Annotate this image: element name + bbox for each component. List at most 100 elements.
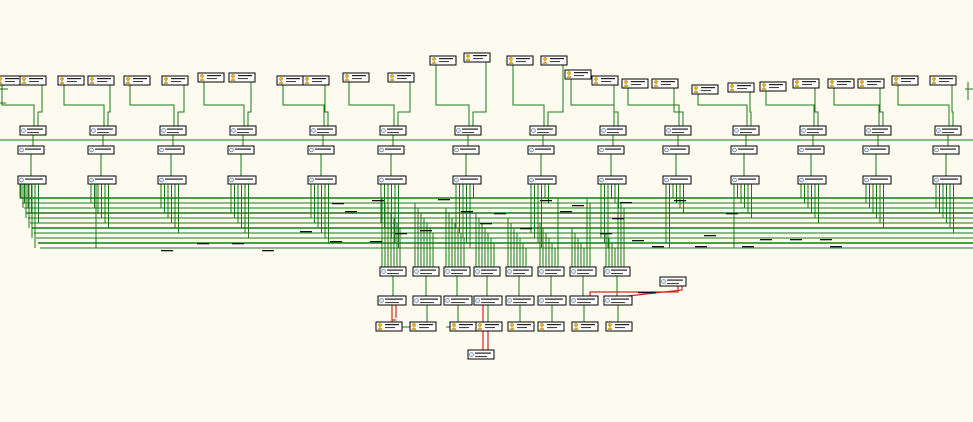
user-node[interactable] [276, 75, 304, 86]
access-node[interactable] [569, 295, 599, 306]
user-node[interactable] [651, 78, 679, 89]
router-node[interactable] [377, 145, 405, 155]
router-node[interactable] [932, 145, 960, 155]
switch-node[interactable] [159, 125, 187, 136]
core-node[interactable] [505, 266, 533, 277]
distribution-node[interactable] [932, 175, 962, 185]
distribution-node[interactable] [730, 175, 760, 185]
router-node[interactable] [862, 145, 890, 155]
router-node[interactable] [17, 145, 45, 155]
user-node[interactable] [691, 84, 719, 95]
core-node[interactable] [443, 266, 471, 277]
switch-node[interactable] [229, 125, 257, 136]
router-node[interactable] [157, 145, 185, 155]
user-node[interactable] [857, 78, 885, 89]
node-label-line [95, 148, 111, 150]
user-node[interactable] [19, 75, 47, 86]
access-node[interactable] [603, 295, 633, 306]
user-node[interactable] [540, 55, 568, 66]
user-node[interactable] [759, 81, 787, 92]
access-node[interactable] [443, 295, 473, 306]
distribution-node[interactable] [307, 175, 337, 185]
access-node[interactable] [537, 295, 567, 306]
core-node[interactable] [412, 266, 440, 277]
switch-node[interactable] [309, 125, 337, 136]
distribution-node[interactable] [17, 175, 47, 185]
switch-node[interactable] [799, 125, 827, 136]
user-node[interactable] [475, 321, 503, 332]
router-node[interactable] [307, 145, 335, 155]
router-node[interactable] [662, 145, 690, 155]
user-node[interactable] [429, 55, 457, 66]
router-node[interactable] [227, 145, 255, 155]
user-node[interactable] [621, 78, 649, 89]
core-node[interactable] [603, 266, 631, 277]
distribution-node[interactable] [797, 175, 827, 185]
terminal-node[interactable] [467, 349, 495, 360]
user-node[interactable] [591, 75, 619, 86]
access-node[interactable] [377, 295, 407, 306]
switch-node[interactable] [864, 125, 892, 136]
distribution-node[interactable] [157, 175, 187, 185]
distribution-node[interactable] [87, 175, 117, 185]
user-node[interactable] [571, 321, 599, 332]
user-node[interactable] [228, 72, 256, 83]
switch-node[interactable] [89, 125, 117, 136]
user-node[interactable] [342, 72, 370, 83]
user-node[interactable] [727, 82, 755, 93]
user-node[interactable] [506, 55, 534, 66]
distribution-node[interactable] [597, 175, 627, 185]
user-node[interactable] [891, 75, 919, 86]
user-node[interactable] [463, 52, 491, 63]
user-node[interactable] [161, 75, 189, 86]
router-node[interactable] [527, 145, 555, 155]
distribution-node[interactable] [227, 175, 257, 185]
user-node[interactable] [197, 72, 225, 83]
user-node[interactable] [792, 78, 820, 89]
router-node[interactable] [797, 145, 825, 155]
core-node[interactable] [537, 266, 565, 277]
switch-node[interactable] [19, 125, 47, 136]
user-node[interactable] [57, 75, 85, 86]
user-node[interactable] [409, 321, 437, 332]
user-node[interactable] [605, 321, 633, 332]
distribution-node[interactable] [527, 175, 557, 185]
switch-node[interactable] [934, 125, 962, 136]
connection-line [673, 88, 684, 126]
distribution-node[interactable] [862, 175, 892, 185]
server-icon [507, 269, 512, 274]
user-node[interactable] [507, 321, 535, 332]
user-node[interactable] [827, 78, 855, 89]
access-node[interactable] [473, 295, 503, 306]
access-node[interactable] [505, 295, 535, 306]
router-node[interactable] [452, 145, 480, 155]
user-node[interactable] [929, 75, 957, 86]
user-node[interactable] [387, 72, 415, 83]
distribution-node[interactable] [377, 175, 407, 185]
user-node[interactable] [564, 69, 592, 80]
server-icon [229, 177, 234, 183]
router-node[interactable] [730, 145, 758, 155]
switch-node[interactable] [454, 125, 482, 136]
user-node[interactable] [123, 75, 151, 86]
router-node[interactable] [597, 145, 625, 155]
core-node[interactable] [473, 266, 501, 277]
switch-node[interactable] [599, 125, 627, 136]
user-node[interactable] [0, 75, 23, 86]
distribution-node[interactable] [662, 175, 692, 185]
switch-node[interactable] [379, 125, 407, 136]
access-node[interactable] [412, 295, 442, 306]
switch-node[interactable] [664, 125, 692, 136]
router-node[interactable] [87, 145, 115, 155]
user-node[interactable] [87, 75, 115, 86]
user-node[interactable] [449, 321, 477, 332]
distribution-node[interactable] [452, 175, 482, 185]
user-node[interactable] [302, 75, 330, 86]
core-node[interactable] [379, 266, 407, 277]
user-node[interactable] [375, 321, 403, 332]
user-node[interactable] [537, 321, 565, 332]
switch-node[interactable] [529, 125, 557, 136]
core-node[interactable] [569, 266, 597, 277]
remote-node[interactable] [659, 276, 687, 287]
switch-node[interactable] [732, 125, 760, 136]
